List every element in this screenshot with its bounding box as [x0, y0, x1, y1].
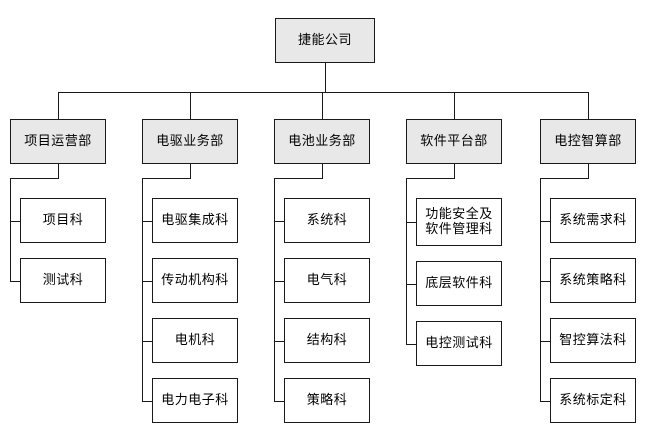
- section-node-label-1-0: 电驱集成科: [161, 212, 229, 228]
- section-node-label-3-2: 电控测试科: [425, 335, 493, 351]
- section-stub-connector-1-3: [142, 401, 153, 402]
- section-stub-connector-2-0: [274, 221, 285, 222]
- section-node-label-4-0: 系统需求科: [559, 212, 627, 228]
- section-stub-connector-0-1: [10, 281, 21, 282]
- section-node-label-2-3: 策略科: [306, 392, 348, 408]
- section-node-2-3[interactable]: 策略科: [284, 378, 370, 423]
- section-stub-connector-4-0: [540, 221, 551, 222]
- dept-elbow-drop-1: [190, 164, 191, 178]
- section-node-label-4-1: 系统策略科: [559, 272, 627, 288]
- dept-elbow-horizontal-3: [406, 178, 455, 179]
- dept-stem-connector-3: [454, 92, 455, 119]
- dept-stem-connector-2: [322, 92, 323, 119]
- dept-trunk-connector-0: [10, 178, 11, 282]
- section-node-label-2-2: 结构科: [306, 332, 348, 348]
- dept-trunk-connector-4: [540, 178, 541, 402]
- section-node-4-1[interactable]: 系统策略科: [550, 258, 636, 303]
- section-node-0-0[interactable]: 项目科: [20, 198, 106, 243]
- section-node-1-3[interactable]: 电力电子科: [152, 378, 238, 423]
- section-node-4-0[interactable]: 系统需求科: [550, 198, 636, 243]
- dept-elbow-drop-3: [454, 164, 455, 178]
- dept-elbow-horizontal-2: [274, 178, 323, 179]
- department-node-3[interactable]: 软件平台部: [406, 119, 502, 164]
- department-node-2[interactable]: 电池业务部: [274, 119, 370, 164]
- section-node-label-3-1: 底层软件科: [425, 275, 493, 291]
- section-node-1-1[interactable]: 传动机构科: [152, 258, 238, 303]
- root-node-label: 捷能公司: [297, 32, 352, 48]
- dept-elbow-drop-0: [58, 164, 59, 178]
- section-node-3-2[interactable]: 电控测试科: [416, 321, 502, 366]
- section-stub-connector-4-2: [540, 341, 551, 342]
- section-node-4-2[interactable]: 智控算法科: [550, 318, 636, 363]
- dept-stem-connector-0: [58, 92, 59, 119]
- section-stub-connector-4-3: [540, 401, 551, 402]
- department-node-label-0: 项目运营部: [24, 133, 92, 149]
- section-node-1-2[interactable]: 电机科: [152, 318, 238, 363]
- section-node-2-0[interactable]: 系统科: [284, 198, 370, 243]
- section-node-label-1-1: 传动机构科: [161, 272, 229, 288]
- department-node-4[interactable]: 电控智算部: [540, 119, 636, 164]
- dept-stem-connector-4: [588, 92, 589, 119]
- section-stub-connector-4-1: [540, 281, 551, 282]
- section-stub-connector-1-2: [142, 341, 153, 342]
- section-stub-connector-3-1: [406, 284, 417, 285]
- section-node-label-4-2: 智控算法科: [559, 332, 627, 348]
- section-stub-connector-1-1: [142, 281, 153, 282]
- section-node-label-2-1: 电气科: [306, 272, 348, 288]
- section-stub-connector-3-0: [406, 222, 417, 223]
- section-node-0-1[interactable]: 测试科: [20, 258, 106, 303]
- level1-bus-connector: [58, 92, 589, 93]
- section-node-label-3-0: 功能安全及 软件管理科: [425, 206, 493, 237]
- dept-trunk-connector-2: [274, 178, 275, 402]
- root-node-company[interactable]: 捷能公司: [275, 18, 375, 63]
- section-node-3-1[interactable]: 底层软件科: [416, 261, 502, 306]
- dept-trunk-connector-1: [142, 178, 143, 402]
- section-node-label-0-0: 项目科: [42, 212, 84, 228]
- root-stem-connector: [325, 63, 326, 93]
- dept-trunk-connector-3: [406, 178, 407, 345]
- section-node-label-2-0: 系统科: [306, 212, 348, 228]
- section-node-label-4-3: 系统标定科: [559, 392, 627, 408]
- department-node-label-3: 软件平台部: [420, 133, 488, 149]
- department-node-label-2: 电池业务部: [288, 133, 356, 149]
- dept-elbow-drop-4: [588, 164, 589, 178]
- section-node-label-0-1: 测试科: [42, 272, 84, 288]
- section-stub-connector-2-3: [274, 401, 285, 402]
- section-stub-connector-1-0: [142, 221, 153, 222]
- section-node-4-3[interactable]: 系统标定科: [550, 378, 636, 423]
- dept-elbow-drop-2: [322, 164, 323, 178]
- dept-elbow-horizontal-4: [540, 178, 589, 179]
- department-node-label-1: 电驱业务部: [156, 133, 224, 149]
- section-node-1-0[interactable]: 电驱集成科: [152, 198, 238, 243]
- department-node-1[interactable]: 电驱业务部: [142, 119, 238, 164]
- section-node-3-0[interactable]: 功能安全及 软件管理科: [416, 198, 502, 246]
- dept-elbow-horizontal-0: [10, 178, 59, 179]
- dept-elbow-horizontal-1: [142, 178, 191, 179]
- section-node-label-1-3: 电力电子科: [161, 392, 229, 408]
- section-stub-connector-2-1: [274, 281, 285, 282]
- section-stub-connector-3-2: [406, 344, 417, 345]
- dept-stem-connector-1: [190, 92, 191, 119]
- section-node-2-1[interactable]: 电气科: [284, 258, 370, 303]
- section-node-2-2[interactable]: 结构科: [284, 318, 370, 363]
- section-node-label-1-2: 电机科: [174, 332, 216, 348]
- section-stub-connector-2-2: [274, 341, 285, 342]
- section-stub-connector-0-0: [10, 221, 21, 222]
- department-node-0[interactable]: 项目运营部: [10, 119, 106, 164]
- department-node-label-4: 电控智算部: [554, 133, 622, 149]
